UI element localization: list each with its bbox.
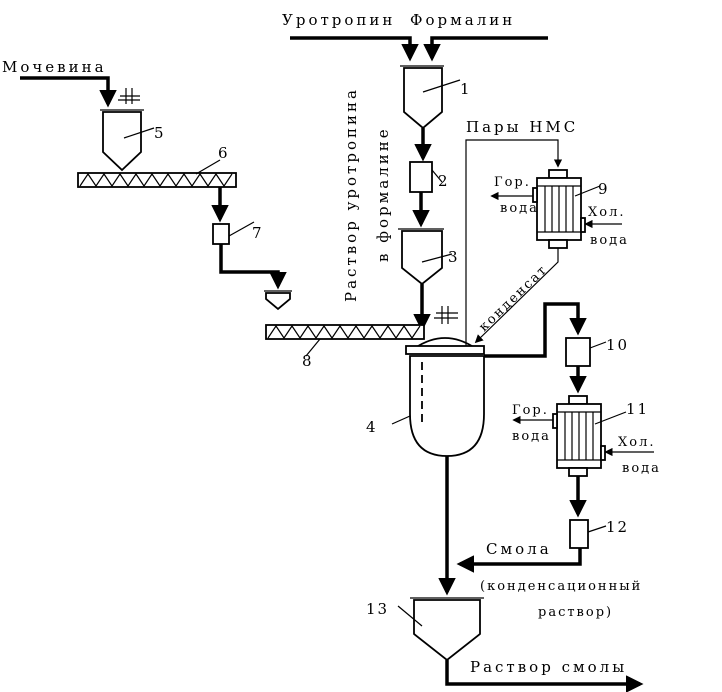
label-urea: Мочевина xyxy=(2,58,107,76)
screw-conveyor-8: 8 xyxy=(265,306,458,370)
hopper-3: 3 xyxy=(398,228,460,286)
label-urotropin: Уротропин xyxy=(282,11,395,29)
number-1: 1 xyxy=(460,80,472,98)
pipe-4-to-10 xyxy=(484,302,587,358)
label-water-hot-11: вода xyxy=(512,429,551,444)
tank-2: 2 xyxy=(409,161,450,193)
number-11: 11 xyxy=(626,400,649,418)
label-water-cold-11: вода xyxy=(622,461,661,476)
manual-valve-icon xyxy=(118,88,140,104)
label-solution-line2: в формалине xyxy=(374,126,392,262)
feed-urea: Мочевина xyxy=(2,58,140,108)
number-5: 5 xyxy=(154,124,166,142)
number-8: 8 xyxy=(302,352,314,370)
number-3: 3 xyxy=(448,248,460,266)
manual-valve-icon xyxy=(434,306,458,324)
number-4: 4 xyxy=(366,418,378,436)
number-2: 2 xyxy=(438,172,450,190)
label-resin-solution: Раствор смолы xyxy=(470,658,627,676)
cold-water-in-11: Хол. вода xyxy=(604,435,661,476)
screw-conveyor-6: 6 xyxy=(77,144,237,188)
tank-13: 13 xyxy=(366,597,484,662)
label-cold-water-9: Хол. xyxy=(588,205,625,220)
number-6: 6 xyxy=(218,144,230,162)
label-formalin: Формалин xyxy=(410,11,515,29)
number-9: 9 xyxy=(598,180,610,198)
label-cold-water-11: Хол. xyxy=(618,435,655,450)
label-resin: Смола xyxy=(486,540,552,558)
line-resin: Смола (конденсационный раствор) xyxy=(456,540,642,620)
hot-water-out-11: Гор. вода xyxy=(512,403,553,444)
label-hot-water-9: Гор. xyxy=(494,175,531,190)
hopper-1: 1 xyxy=(400,65,472,130)
label-condensation-line2: раствор) xyxy=(538,605,613,620)
feed-urotropin-formalin: Уротропин Формалин xyxy=(282,11,548,62)
number-13: 13 xyxy=(366,600,389,618)
reactor-4: 4 xyxy=(366,337,485,457)
number-12: 12 xyxy=(606,518,629,536)
label-hot-water-11: Гор. xyxy=(512,403,549,418)
label-solution-line1: Раствор уротропина xyxy=(342,87,360,302)
small-hopper-8 xyxy=(264,290,292,311)
tank-10: 10 xyxy=(565,336,629,367)
cold-water-in-9: Хол. вода xyxy=(584,205,629,248)
label-condensate: конденсат xyxy=(476,262,551,335)
label-water-hot-9: вода xyxy=(500,201,539,216)
pipe-7-to-8 xyxy=(219,244,287,290)
line-hms-vapors: Пары НМС xyxy=(465,118,578,346)
hot-water-out-9: Гор. вода xyxy=(490,175,539,216)
heat-exchanger-11: 11 xyxy=(552,395,649,477)
number-10: 10 xyxy=(606,336,629,354)
number-7: 7 xyxy=(252,224,264,242)
doser-7: 7 xyxy=(212,221,264,245)
label-condensation-line1: (конденсационный xyxy=(480,579,642,594)
tank-12: 12 xyxy=(569,518,629,549)
label-water-cold-9: вода xyxy=(590,233,629,248)
label-solution-urotropin: Раствор уротропина в формалине xyxy=(342,87,392,302)
hopper-5: 5 xyxy=(100,109,166,172)
line-resin-solution: Раствор смолы xyxy=(445,658,644,692)
label-hms-vapors: Пары НМС xyxy=(466,118,578,136)
